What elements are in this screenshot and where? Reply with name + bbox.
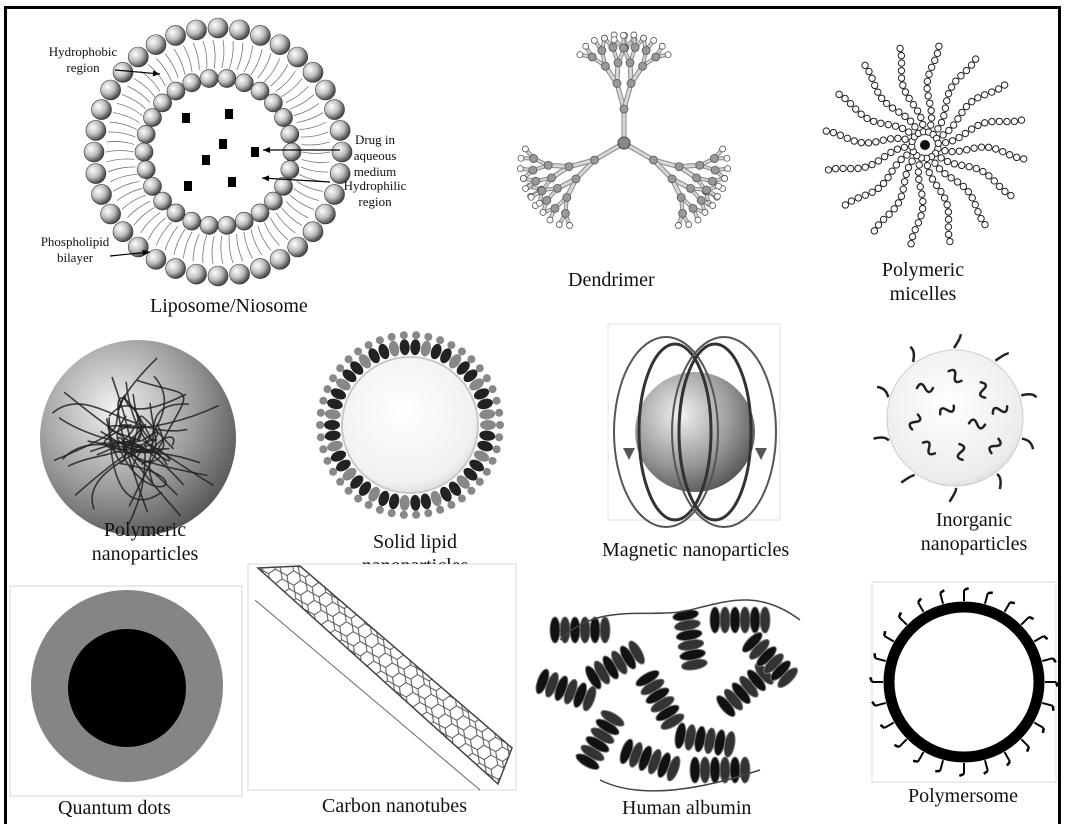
caption-polymersome: Polymersome	[908, 784, 1018, 808]
dendrimer-drawing	[517, 32, 730, 228]
caption-liposome: Liposome/Niosome	[150, 294, 308, 318]
caption-dendrimer: Dendrimer	[568, 268, 655, 292]
caption-magnetic: Magnetic nanoparticles	[602, 538, 789, 562]
label-phospholipid-bilayer: Phospholipid bilayer	[30, 234, 120, 266]
magnetic-nanoparticle-drawing	[608, 324, 780, 527]
label-hydrophilic-region: Hydrophilic region	[330, 178, 420, 210]
inorganic-nanoparticle-drawing	[874, 334, 1037, 502]
caption-polymeric-nanoparticles: Polymeric nanoparticles	[60, 518, 230, 566]
caption-inorganic: Inorganic nanoparticles	[884, 508, 1064, 556]
quantum-dot-drawing	[10, 586, 242, 796]
caption-human-albumin: Human albumin	[622, 796, 751, 820]
caption-micelles: Polymeric micelles	[868, 258, 978, 306]
caption-carbon-nanotubes: Carbon nanotubes	[322, 794, 467, 818]
solid-lipid-drawing	[316, 331, 504, 519]
albumin-drawing	[533, 600, 800, 791]
caption-quantum-dots: Quantum dots	[58, 796, 171, 820]
label-drug-in-aqueous-medium: Drug in aqueous medium	[342, 132, 408, 180]
polymersome-drawing	[870, 582, 1058, 782]
micelle-drawing	[823, 43, 1027, 247]
carbon-nanotube-drawing	[248, 564, 516, 790]
polymeric-nanoparticle-drawing	[40, 340, 236, 536]
caption-solid-lipid: Solid lipid nanoparticles	[345, 530, 485, 564]
liposome-drawing	[84, 18, 352, 286]
label-hydrophobic-region: Hydrophobic region	[48, 44, 118, 76]
